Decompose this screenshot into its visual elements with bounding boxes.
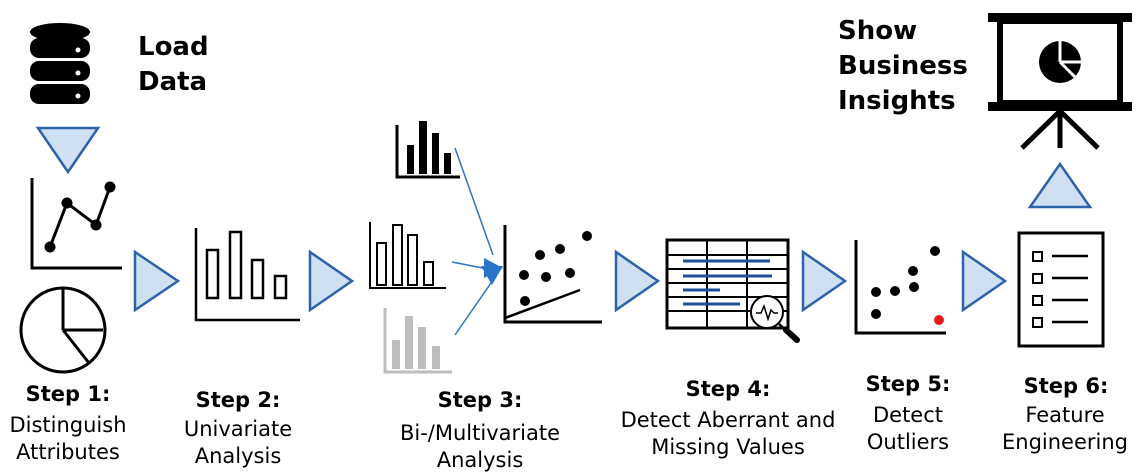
right-arrow-icon [801, 249, 848, 313]
right-arrow-icon [133, 249, 181, 313]
connector-arrowhead-icon [484, 258, 503, 278]
step-title: Step 5: [865, 372, 951, 396]
step-desc-line: Missing Values [651, 435, 805, 459]
checklist-icon [1017, 231, 1105, 348]
step-title: Step 1: [25, 382, 111, 406]
step-title: Step 2: [195, 388, 281, 412]
show-insights-line: Show [838, 16, 918, 46]
right-arrow-icon [614, 249, 661, 313]
step-desc: Feature Engineering [996, 402, 1134, 456]
step-desc: Distinguish Attributes [0, 412, 136, 466]
bar-chart-icon [194, 228, 300, 322]
step-desc: Detect Outliers [846, 402, 970, 456]
step-title: Step 3: [437, 388, 523, 412]
step-desc-line: Detect [872, 403, 944, 427]
outlier-plot-icon [854, 240, 946, 335]
show-insights-line: Business [838, 51, 968, 81]
step-desc-line: Univariate [183, 417, 293, 441]
step-title: Step 6: [1023, 374, 1109, 398]
up-arrow-icon [1027, 161, 1093, 209]
step-desc-line: Engineering [1002, 430, 1128, 454]
step-title: Step 4: [685, 377, 771, 401]
step-desc-line: Distinguish [9, 413, 127, 437]
step-desc-line: Detect Aberrant and [620, 408, 836, 432]
bar-chart-icon [383, 308, 452, 374]
step-desc: Detect Aberrant and Missing Values [600, 407, 856, 461]
presentation-board-icon [988, 13, 1132, 150]
pie-chart-icon [19, 286, 107, 374]
step-desc: Bi-/Multivariate Analysis [370, 420, 590, 474]
bar-chart-icon [395, 121, 460, 179]
down-arrow-icon [35, 126, 101, 175]
step-desc-line: Bi-/Multivariate [399, 421, 560, 445]
show-insights-label: Show Business Insights [838, 14, 968, 119]
database-icon [30, 23, 90, 104]
step-desc-line: Analysis [194, 444, 282, 468]
step-desc: Univariate Analysis [166, 416, 310, 470]
load-data-line: Data [138, 67, 208, 97]
step-desc-line: Outliers [866, 430, 950, 454]
line-chart-icon [30, 178, 122, 270]
scatter-plot-icon [503, 225, 602, 324]
step-desc-line: Analysis [436, 448, 524, 472]
load-data-label: Load Data [138, 30, 209, 100]
step-desc-line: Attributes [16, 440, 120, 464]
right-arrow-icon [308, 249, 355, 313]
show-insights-line: Insights [838, 86, 956, 116]
magnifier-icon [750, 295, 800, 343]
outlier-point [934, 315, 944, 325]
right-arrow-icon [961, 249, 1008, 313]
load-data-line: Load [138, 32, 209, 62]
step-desc-line: Feature [1025, 403, 1105, 427]
bar-chart-icon [369, 222, 446, 289]
